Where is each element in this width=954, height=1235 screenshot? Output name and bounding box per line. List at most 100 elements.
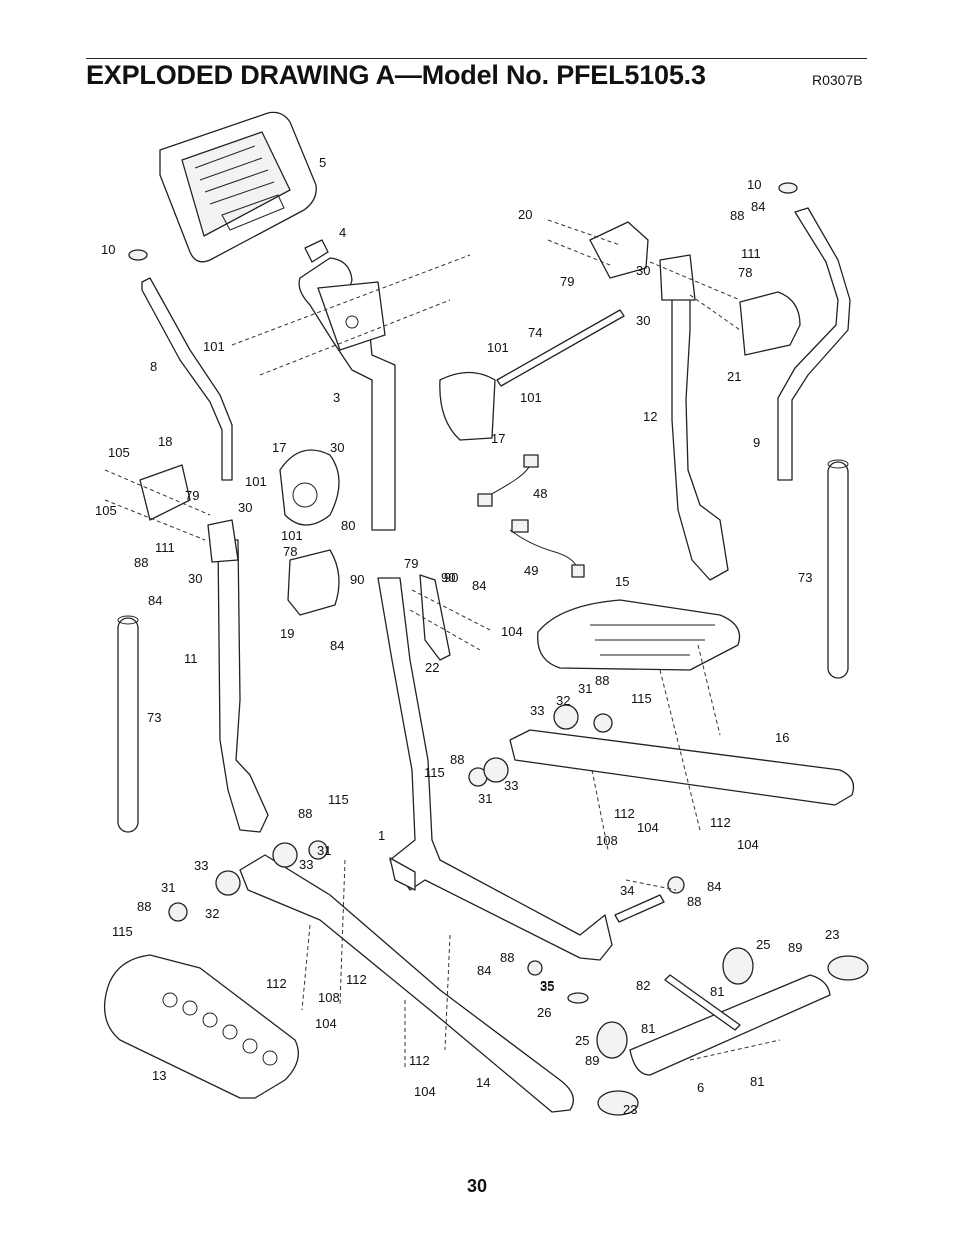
callout-label: 104	[637, 820, 659, 835]
callout-label: 17	[491, 431, 505, 446]
callout-label: 84	[707, 879, 721, 894]
bottle-holder	[419, 574, 451, 661]
callout-label: 88	[137, 899, 151, 914]
callout-label: 84	[477, 963, 491, 978]
callout-label: 6	[697, 1080, 704, 1095]
callout-label: 73	[798, 570, 812, 585]
callout-label: 115	[631, 691, 652, 706]
callout-label: 90	[350, 572, 364, 587]
post-left	[117, 615, 139, 833]
callout-label: 84	[472, 578, 486, 593]
callout-label: 21	[727, 369, 741, 384]
callout-label: 105	[108, 445, 130, 460]
callout-label: 31	[317, 843, 331, 858]
callout-label: 88	[687, 894, 701, 909]
callout-label: 89	[788, 940, 802, 955]
callout-label: 19	[280, 626, 294, 641]
callout-label: 73	[147, 710, 161, 725]
callout-label: 32	[205, 906, 219, 921]
callout-label: 104	[414, 1084, 436, 1099]
callout-label: 33	[504, 778, 518, 793]
callout-label: 33	[530, 703, 544, 718]
callout-label: 88	[298, 806, 312, 821]
callout-label: 115	[328, 792, 349, 807]
callout-label: 112	[710, 815, 731, 830]
callout-label: 32	[556, 693, 570, 708]
wire-harnesses	[477, 454, 585, 578]
callout-label: 15	[615, 574, 629, 589]
callout-label: 10	[747, 177, 761, 192]
arm-bracket-right	[589, 221, 696, 301]
callout-label: 30	[238, 500, 252, 515]
callout-label: 88	[450, 752, 464, 767]
callout-label: 35	[540, 979, 554, 994]
callout-label: 8	[150, 359, 157, 374]
callout-label: 14	[476, 1075, 490, 1090]
callout-label: 88	[134, 555, 148, 570]
callout-label: 88	[595, 673, 609, 688]
callout-label: 31	[578, 681, 592, 696]
callout-label: 33	[194, 858, 208, 873]
callout-label: 104	[501, 624, 523, 639]
callout-label: 90	[441, 570, 455, 585]
callout-label: 30	[188, 571, 202, 586]
rear-stabilizer	[596, 947, 869, 1116]
callout-label: 23	[825, 927, 839, 942]
callout-label: 79	[560, 274, 574, 289]
callout-label: 108	[596, 833, 618, 848]
callout-label: 74	[528, 325, 542, 340]
callout-label: 33	[299, 857, 313, 872]
left-arm	[217, 539, 269, 833]
callout-label: 80	[341, 518, 355, 533]
callout-label: 25	[756, 937, 770, 952]
callout-label: 88	[730, 208, 744, 223]
callout-label: 104	[315, 1016, 337, 1031]
callout-label: 112	[409, 1053, 430, 1068]
post-right	[827, 459, 849, 679]
callout-label: 10	[101, 242, 115, 257]
callout-label: 112	[614, 806, 635, 821]
callout-label: 1	[378, 828, 385, 843]
callout-label: 115	[424, 765, 445, 780]
arm-bracket-left	[139, 464, 239, 563]
shrouds	[279, 291, 801, 616]
pedal-arm-left	[239, 854, 574, 1113]
alignment-lines	[104, 219, 781, 1070]
callout-label: 13	[152, 1068, 166, 1083]
callout-label: 5	[319, 155, 326, 170]
callout-label: 112	[346, 972, 367, 987]
callout-label: 84	[148, 593, 162, 608]
callout-label: 104	[737, 837, 759, 852]
callout-label: 101	[487, 340, 509, 355]
drawing-code: R0307B	[812, 72, 863, 88]
callout-label: 78	[738, 265, 752, 280]
callout-label: 108	[318, 990, 340, 1005]
axle	[496, 309, 625, 387]
callout-label: 89	[585, 1053, 599, 1068]
callout-label: 101	[520, 390, 542, 405]
callout-label: 101	[203, 339, 225, 354]
callout-label: 81	[750, 1074, 764, 1089]
handlebar-left	[141, 277, 233, 481]
callout-label: 88	[500, 950, 514, 965]
callout-label: 26	[537, 1005, 551, 1020]
callout-label: 20	[518, 207, 532, 222]
callout-label: 17	[272, 440, 286, 455]
callout-label: 115	[112, 924, 133, 939]
callout-label: 79	[404, 556, 418, 571]
callout-label: 49	[524, 563, 538, 578]
main-frame	[377, 577, 613, 961]
callout-label: 9	[753, 435, 760, 450]
callout-label: 16	[775, 730, 789, 745]
title-rule	[86, 58, 867, 59]
callout-label: 30	[636, 263, 650, 278]
page-title: EXPLODED DRAWING A—Model No. PFEL5105.3	[86, 60, 706, 90]
pedal-left	[103, 954, 299, 1099]
callout-label: 112	[266, 976, 287, 991]
callout-label: 30	[636, 313, 650, 328]
callout-label: 90	[444, 570, 458, 585]
callout-label: 11	[184, 651, 198, 666]
callout-label: 79	[185, 488, 199, 503]
pedal-right	[537, 599, 741, 671]
